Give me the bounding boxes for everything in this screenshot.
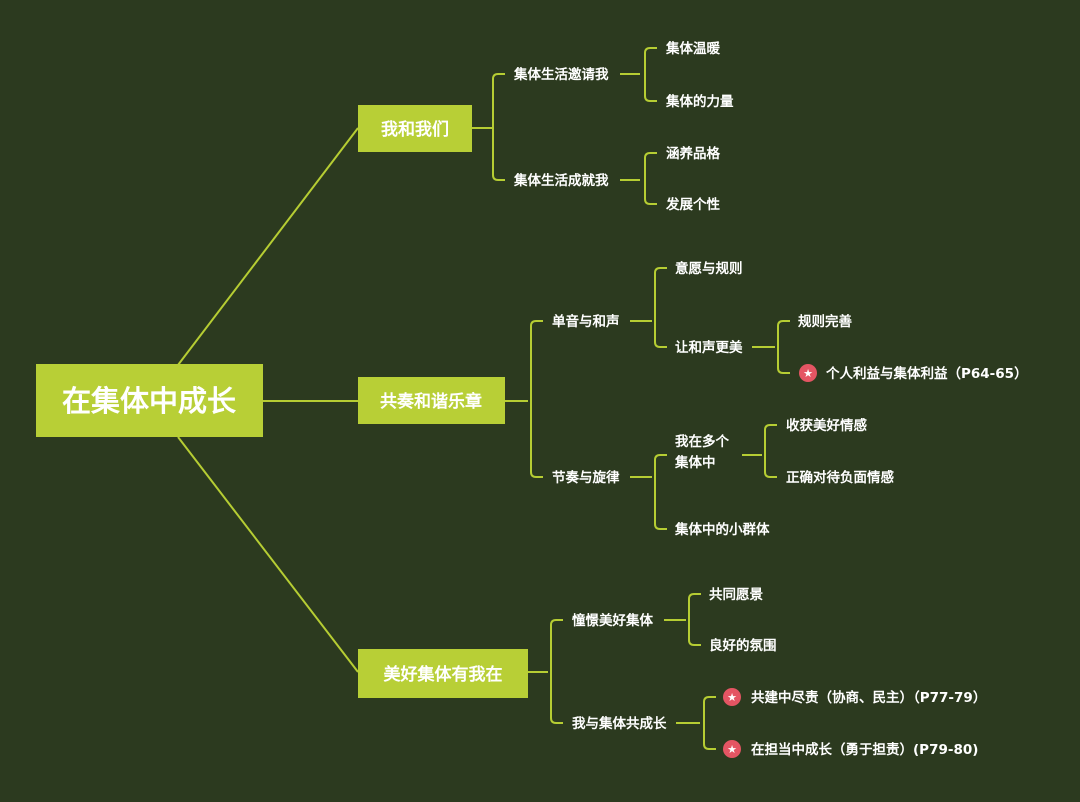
topic-label: 涵养品格 xyxy=(666,145,720,162)
topic-label: 发展个性 xyxy=(665,196,720,213)
star-glyph: ★ xyxy=(727,691,737,704)
connector-lines xyxy=(177,47,790,750)
topic-label: 良好的氛围 xyxy=(709,637,777,654)
topic-label-line: 我在多个 xyxy=(675,433,729,450)
branch-mei-hao-ji-ti: 美好集体有我在 xyxy=(358,649,528,698)
topic-label: 共同愿景 xyxy=(709,586,763,603)
connector xyxy=(177,436,359,673)
root-node: 在集体中成长 xyxy=(36,364,263,437)
topic-label: 节奏与旋律 xyxy=(552,469,620,486)
topic-label: 规则完善 xyxy=(798,313,852,330)
topic-label: 个人利益与集体利益（P64-65） xyxy=(825,365,1028,382)
connector xyxy=(654,267,667,348)
topic-label: 正确对待负面情感 xyxy=(786,469,894,486)
connector xyxy=(530,320,543,478)
topic-label: 收获美好情感 xyxy=(786,417,867,434)
star-marker: ★ xyxy=(723,740,741,758)
star-glyph: ★ xyxy=(803,367,813,380)
root-label: 在集体中成长 xyxy=(62,384,237,418)
topic-label: 憧憬美好集体 xyxy=(572,612,653,629)
topic-label: 我与集体共成长 xyxy=(572,715,667,732)
topic-label: 意愿与规则 xyxy=(675,260,743,277)
topic-label: 共建中尽责（协商、民主）（P77-79） xyxy=(751,689,986,706)
branch-box xyxy=(358,105,472,152)
topic-label: 集体中的小群体 xyxy=(674,521,770,538)
connector xyxy=(644,152,657,205)
branch-label: 我和我们 xyxy=(381,119,449,140)
connector xyxy=(764,424,777,478)
star-glyph: ★ xyxy=(727,743,737,756)
topic-label: 集体温暖 xyxy=(665,40,720,57)
branch-box xyxy=(358,377,505,424)
topic-label: 在担当中成长（勇于担责）(P79-80) xyxy=(751,741,978,758)
branch-label: 美好集体有我在 xyxy=(384,664,503,685)
connector xyxy=(654,454,667,530)
branch-box xyxy=(358,649,528,698)
connector xyxy=(688,593,701,646)
branch-label: 共奏和谐乐章 xyxy=(380,391,482,412)
branch-gong-zou: 共奏和谐乐章 xyxy=(358,377,505,424)
connector xyxy=(177,127,359,366)
root-box xyxy=(36,364,263,437)
branch-wo-he-women: 我和我们 xyxy=(358,105,472,152)
connector xyxy=(777,320,790,374)
star-icon xyxy=(723,740,741,758)
topic-label: 我在多个集体中 xyxy=(674,433,729,471)
connector xyxy=(644,47,657,102)
topic-label: 让和声更美 xyxy=(675,339,743,356)
topic-label: 集体生活成就我 xyxy=(513,172,609,189)
star-icon xyxy=(799,364,817,382)
topic-label-line: 集体中 xyxy=(674,454,716,471)
connector xyxy=(492,73,505,181)
topic-label: 集体的力量 xyxy=(665,93,734,110)
star-marker: ★ xyxy=(799,364,817,382)
topic-label: 单音与和声 xyxy=(552,313,620,330)
star-marker: ★ xyxy=(723,688,741,706)
topic-label: 集体生活邀请我 xyxy=(513,66,609,83)
connector xyxy=(703,696,716,750)
connector xyxy=(550,619,563,724)
star-icon xyxy=(723,688,741,706)
